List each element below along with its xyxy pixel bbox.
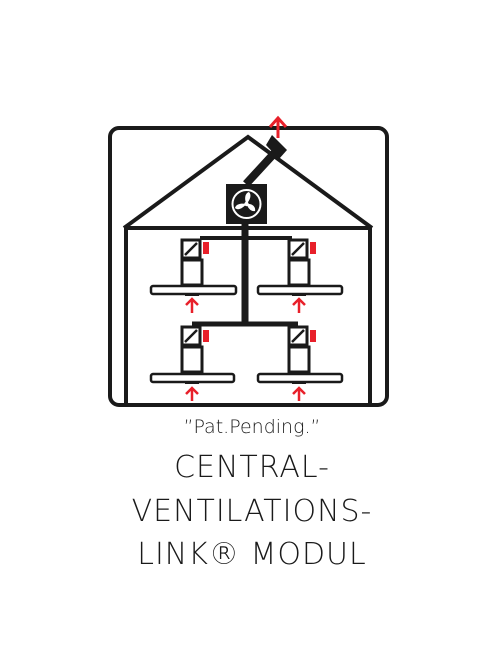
title-line-1: CENTRAL- (174, 450, 330, 485)
status-indicator (203, 330, 209, 342)
intake-arrow-icon (185, 297, 199, 313)
room-unit-lower-right (256, 325, 344, 401)
duct-connector (180, 345, 204, 374)
title-line-3: LINK® MODUL (137, 537, 367, 572)
exhaust-arrow-icon (268, 115, 288, 138)
house-roof (122, 134, 374, 230)
duct-connector (287, 345, 311, 374)
room-unit-lower-left (149, 325, 236, 401)
status-indicator (203, 242, 209, 254)
chimney-cap (266, 135, 287, 159)
status-indicator (310, 330, 316, 342)
ceiling-diffuser (256, 284, 344, 296)
central-fan-unit (226, 184, 267, 224)
status-indicator (310, 242, 316, 254)
ceiling-diffuser (149, 284, 238, 296)
patent-pending-label: ”Pat.Pending.” (183, 416, 321, 438)
ceiling-diffuser (149, 372, 236, 384)
intake-arrow-icon (292, 297, 306, 313)
ceiling-diffuser (256, 372, 344, 384)
intake-arrow-icon (185, 386, 199, 401)
room-unit-upper-right (256, 238, 344, 313)
duct-connector (287, 258, 311, 287)
room-unit-upper-left (149, 238, 238, 313)
duct-connector (180, 258, 204, 287)
intake-arrow-icon (292, 386, 306, 401)
title-line-2: VENTILATIONS- (131, 494, 373, 529)
outer-frame (108, 126, 389, 407)
fan-icon (231, 189, 262, 219)
